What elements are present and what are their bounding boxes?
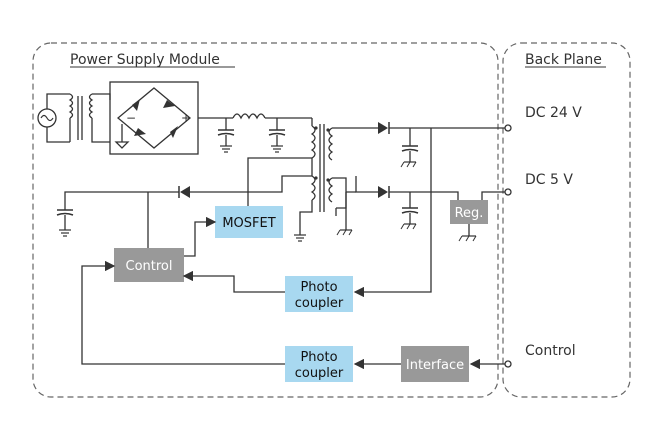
secondary-ground-icon [336, 229, 353, 236]
regulator-ground-icon [458, 235, 477, 242]
aux-diode-icon [178, 186, 190, 198]
input-transformer-icon [68, 93, 111, 143]
dc5-label: DC 5 V [525, 172, 573, 188]
aux-winding-wire [190, 175, 312, 193]
regulator-label: Reg. [455, 206, 484, 221]
ac-source-icon [37, 93, 70, 143]
photo-coupler-2-line2: coupler [295, 366, 344, 381]
capacitor-24v-icon [400, 128, 419, 168]
capacitor-5v-icon [400, 192, 419, 230]
svg-text:+: + [181, 111, 191, 125]
photo-coupler-2-block: Photo coupler [285, 346, 353, 382]
power-supply-module-title: Power Supply Module [70, 52, 220, 68]
diode-5v-icon [378, 186, 390, 198]
back-plane-border [502, 42, 631, 398]
capacitor-1-icon [217, 118, 235, 153]
dc24-label: DC 24 V [525, 105, 582, 121]
capacitor-2-icon [268, 118, 286, 153]
bridge-rectifier-icon: − + [109, 81, 199, 155]
power-supply-module-border [32, 42, 499, 398]
dc5-terminal[interactable] [504, 188, 512, 196]
regulator-block: Reg. [450, 200, 488, 224]
primary-ground-icon [294, 234, 306, 242]
photo-coupler-1-block: Photo coupler [285, 276, 353, 312]
mosfet-label: MOSFET [222, 216, 275, 231]
inductor-icon [232, 113, 266, 120]
main-transformer-icon [310, 118, 334, 212]
interface-block: Interface [401, 346, 469, 382]
photo-coupler-1-line2: coupler [295, 296, 344, 311]
diode-24v-icon [378, 122, 390, 134]
mosfet-block: MOSFET [215, 206, 283, 238]
back-plane-title: Back Plane [525, 52, 602, 68]
aux-capacitor-icon [56, 209, 74, 237]
control-block: Control [114, 248, 184, 282]
control-terminal[interactable] [504, 360, 512, 368]
svg-text:−: − [126, 111, 136, 125]
photo-coupler-2-line1: Photo [300, 350, 337, 365]
photo-coupler-1-line1: Photo [300, 280, 337, 295]
control-output-label: Control [525, 343, 576, 359]
interface-label: Interface [406, 358, 464, 373]
dc24-terminal[interactable] [504, 124, 512, 132]
control-block-label: Control [126, 259, 173, 274]
